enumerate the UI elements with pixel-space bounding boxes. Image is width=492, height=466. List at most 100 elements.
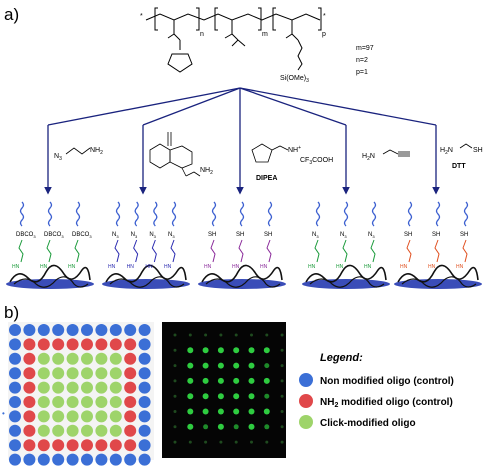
oligo-group-label: DBCO3: [44, 232, 64, 239]
fluor-spot-dim: [280, 379, 284, 383]
oligo-group-label: N3: [368, 232, 375, 239]
spot-non-modified: [138, 424, 151, 437]
linker-chain: [18, 239, 24, 263]
spot-click-modified: [81, 367, 93, 380]
svg-text:H2N: H2N: [362, 153, 375, 162]
linker-hn-label: HN: [308, 264, 316, 270]
spot-click-modified: [37, 381, 50, 394]
spot-non-modified: [138, 324, 151, 336]
spot-non-modified: [9, 424, 21, 437]
spot-click-modified: [109, 352, 122, 365]
spot-click-modified: [37, 352, 50, 365]
oligo-group-label: SH: [432, 232, 440, 238]
spot-non-modified: [9, 381, 21, 394]
spot-nh2-modified: [124, 396, 137, 408]
oligo-group-label: N3: [168, 232, 175, 239]
fluor-spot-dim: [173, 425, 177, 429]
spot-non-modified: [23, 453, 36, 466]
spot-non-modified: [95, 453, 108, 466]
spot-click-modified: [66, 424, 79, 437]
linker-chain: [170, 239, 176, 263]
linker-hn-label: HN: [108, 264, 116, 270]
fluor-spot-dim: [219, 333, 223, 337]
fluor-spot-bright: [217, 347, 224, 354]
oligo-strand: [463, 201, 469, 227]
linker-hn-label: HN: [456, 264, 464, 270]
spot-nh2-modified: [109, 439, 122, 452]
fluor-spot-bright: [248, 377, 255, 384]
linker-chain: [238, 239, 244, 263]
polymer-structure: [145, 7, 322, 73]
fluor-spot-dim: [280, 440, 284, 444]
fluor-spot-bright: [187, 347, 194, 354]
linker-hn-label: HN: [145, 264, 153, 270]
spot-nh2-modified: [66, 338, 79, 351]
fluor-spot-bright: [264, 424, 270, 430]
spot-nh2-modified: [23, 424, 36, 437]
spot-click-modified: [37, 396, 50, 408]
oligo-strand: [267, 201, 273, 227]
linker-chain: [342, 239, 348, 263]
spot-click-modified: [66, 381, 79, 394]
linker-hn-label: HN: [68, 264, 76, 270]
fluor-spot-dim: [173, 348, 177, 352]
spot-nh2-modified: [23, 439, 36, 452]
linker-hn-label: HN: [232, 264, 240, 270]
spot-non-modified: [138, 439, 151, 452]
oligo-group-label: SH: [404, 232, 412, 238]
fluor-spot-bright: [202, 408, 209, 415]
spot-nh2-modified: [52, 439, 65, 452]
linker-chain: [133, 239, 139, 263]
spot-click-modified: [52, 381, 65, 394]
subscript-p: p: [322, 31, 326, 38]
linker-chain: [114, 239, 120, 263]
polymer-coil: [9, 264, 91, 283]
spot-nh2-modified: [81, 439, 93, 452]
spot-click-modified: [109, 396, 122, 408]
oligo-strand: [239, 201, 245, 227]
oligo-strand: [47, 201, 53, 227]
oligo-group-label: DBCO3: [72, 232, 92, 239]
fluor-spot-dim: [173, 440, 177, 444]
oligo-group-label: N3: [149, 232, 156, 239]
polymer-coil: [305, 264, 387, 283]
linker-hn-label: HN: [336, 264, 344, 270]
linker-chain: [434, 239, 440, 263]
panel-a-label: a): [4, 5, 19, 24]
fluor-spot-dim: [250, 440, 253, 444]
oligo-group-label: N3: [340, 232, 347, 239]
oligo-group-label: SH: [208, 232, 216, 238]
subscript-n: n: [200, 31, 204, 38]
linker-chain: [210, 239, 216, 263]
linker-hn-label: HN: [428, 264, 436, 270]
spot-non-modified: [138, 352, 151, 365]
polymer-labels: * * n m p Si(OMe)3 m=97 n=2 p=1: [140, 13, 374, 84]
oligo-group-label: DBCO3: [16, 232, 36, 239]
polymer-coil: [201, 264, 283, 283]
fluor-spot-bright: [217, 393, 224, 400]
array-schematic: [9, 324, 151, 466]
composition-m: m=97: [356, 45, 374, 52]
svg-text:NH2: NH2: [90, 147, 103, 156]
spot-click-modified: [109, 367, 122, 380]
spot-nh2-modified: [37, 338, 50, 351]
oligo-strand: [153, 201, 158, 227]
spot-non-modified: [95, 324, 108, 336]
fluor-spot-bright: [248, 347, 255, 354]
polymer-coil-2: [205, 276, 281, 288]
spot-click-modified: [37, 424, 50, 437]
linker-hn-label: HN: [40, 264, 48, 270]
spot-click-modified: [95, 396, 108, 408]
star-left: *: [140, 13, 143, 20]
spot-non-modified: [9, 367, 21, 380]
spot-non-modified: [109, 324, 122, 336]
spot-click-modified: [81, 410, 93, 423]
linker-hn-label: HN: [164, 264, 172, 270]
fluor-spot-bright: [187, 408, 194, 415]
svg-text:H2N: H2N: [440, 147, 453, 156]
oligo-group-label: SH: [264, 232, 272, 238]
polymer-coil-2: [401, 276, 477, 288]
spot-non-modified: [138, 453, 151, 466]
